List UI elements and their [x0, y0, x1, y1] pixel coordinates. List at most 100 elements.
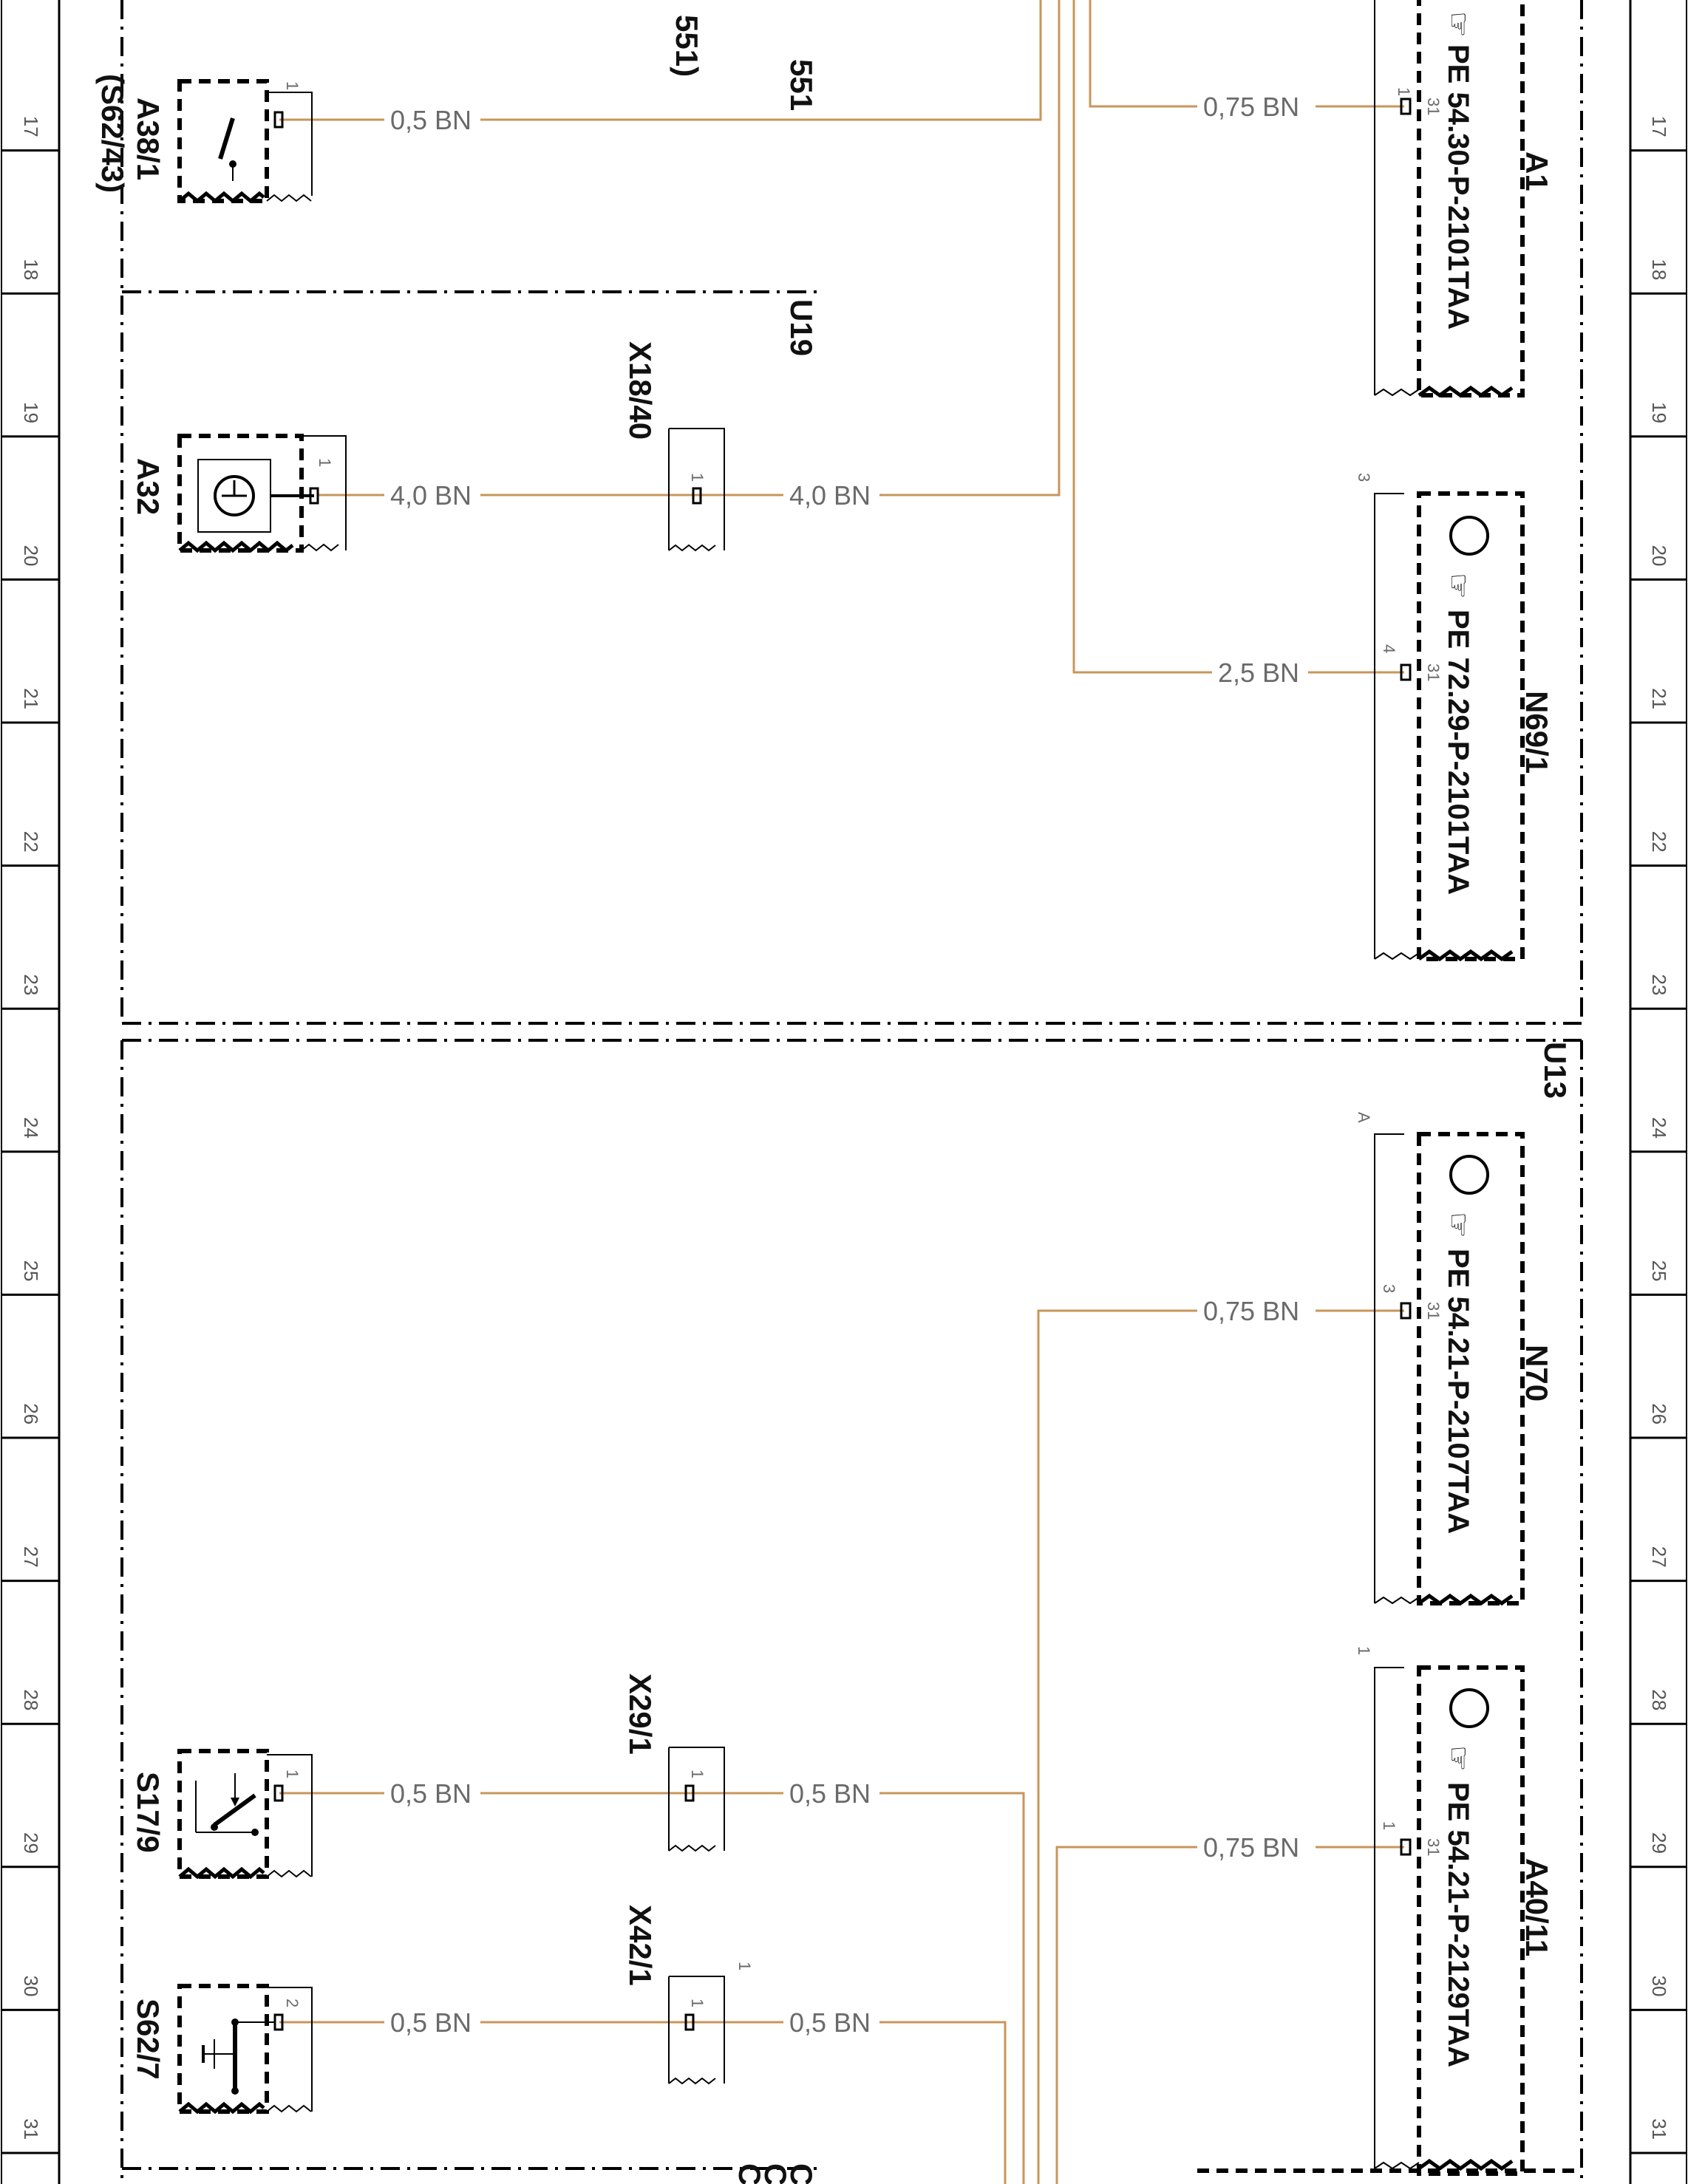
a1-doc-ref: PE 54.30-P-2101TAA — [1442, 44, 1474, 330]
component-s17-9: 1 S17/9 — [131, 1749, 313, 1880]
wire-bus-to-a40 — [1055, 1846, 1404, 2184]
n70-hand-icon: ☞ — [1442, 1212, 1475, 1238]
component-a32: 1 A32 — [131, 434, 347, 553]
component-n69-1: 3 4 31 ☞ PE 72.29-P-2101TAA N69/1 — [1355, 473, 1554, 962]
wire-label-a38: 0,5 BN — [390, 105, 472, 135]
area-label-u13: U13 — [1538, 1042, 1573, 1099]
x18-label: X18/40 — [623, 341, 658, 440]
wire-label-n69: 2,5 BN — [1218, 658, 1299, 688]
component-s62-7: 2 S62/7 — [131, 1984, 313, 2115]
a38-pin: 1 — [283, 81, 302, 90]
top-ref-551: 551 — [784, 59, 819, 111]
grid-row-number: 27 — [20, 1546, 42, 1568]
grid-row-number: 21 — [1648, 688, 1670, 709]
grid-row-number: 28 — [1648, 1689, 1670, 1710]
wire-label-s62: 0,5 BN — [390, 2007, 472, 2038]
component-a40-11: 1 1 31 ☞ PE 54.21-P-2129TAA A40/11 — [1355, 1646, 1554, 2176]
grid-row-number: 20 — [20, 545, 42, 567]
a40-term: 31 — [1424, 1838, 1443, 1856]
wire-label-a32: 4,0 BN — [390, 480, 472, 511]
wire-label-n70: 0,75 BN — [1203, 1296, 1299, 1326]
a32-pin: 1 — [316, 458, 334, 467]
a40-hand-icon: ☞ — [1442, 1745, 1475, 1772]
wire-label-a40: 0,75 BN — [1203, 1832, 1299, 1863]
x29-label: X29/1 — [623, 1673, 658, 1755]
wire-label-x29: 0,5 BN — [789, 1778, 871, 1809]
grid-row-number: 17 — [1648, 116, 1670, 137]
a1-pin: 1 — [1395, 87, 1413, 96]
grid-row-number: 17 — [20, 116, 42, 137]
wire-label-x18: 4,0 BN — [789, 480, 871, 511]
n70-term: 31 — [1424, 1302, 1443, 1320]
grid-row-number: 18 — [1648, 259, 1670, 280]
n69-label: N69/1 — [1519, 691, 1554, 774]
grid-row-number: 27 — [1648, 1546, 1670, 1568]
n70-pin: 3 — [1380, 1284, 1398, 1293]
n69-pin-top: 3 — [1355, 473, 1373, 482]
component-a1: 1 31 ☞ PE 54.30-P-2101TAA A1 — [1374, 0, 1554, 398]
wire-label-a1: 0,75 BN — [1203, 92, 1299, 122]
n70-pin-top: A — [1355, 1112, 1373, 1123]
x29-pin: 1 — [688, 1770, 707, 1778]
a40-transducer-icon — [1449, 1688, 1489, 1728]
component-a38-1: 1 A38/1 (S62/43) — [95, 74, 313, 204]
area-label-u19: U19 — [784, 299, 819, 356]
grid-row-number: 31 — [1648, 2118, 1670, 2140]
n69-hand-icon: ☞ — [1442, 573, 1475, 599]
grid-row-number: 31 — [20, 2118, 42, 2140]
s17-label: S17/9 — [131, 1772, 166, 1853]
top-ref-551-paren: 551) — [670, 15, 704, 77]
grid-row-number: 30 — [20, 1976, 42, 1997]
grid-row-number: 22 — [20, 831, 42, 853]
area-u13-border — [120, 1039, 1583, 2184]
grid-row-number: 30 — [1648, 1976, 1670, 1997]
a1-label: A1 — [1519, 151, 1554, 191]
a1-term: 31 — [1424, 98, 1443, 115]
grid-row-number: 28 — [20, 1689, 42, 1710]
wire-x42-to-bus — [687, 2021, 1007, 2184]
s17-pin: 1 — [283, 1770, 302, 1778]
n69-term: 31 — [1424, 663, 1443, 681]
grid-row-number: 25 — [1648, 1260, 1670, 1282]
a40-doc-ref: PE 54.21-P-2129TAA — [1442, 1782, 1474, 2067]
n69-pin: 4 — [1380, 644, 1398, 653]
a40-pin-top: 1 — [1355, 1646, 1373, 1655]
a32-label: A32 — [131, 458, 166, 515]
grid-row-number: 22 — [1648, 831, 1670, 853]
n69-transducer-icon — [1449, 516, 1489, 556]
wire-bus-to-n70 — [1037, 1309, 1404, 2184]
grid-row-number: 26 — [20, 1403, 42, 1424]
a40-pin: 1 — [1380, 1821, 1398, 1830]
grid-row-number: 24 — [1648, 1117, 1670, 1139]
x18-pin: 1 — [688, 473, 707, 482]
connector-x29-1: 1 X29/1 — [623, 1673, 725, 1852]
a1-hand-icon: ☞ — [1442, 11, 1475, 38]
wire-a38-to-bus — [279, 0, 1042, 121]
wire-x18-to-bus — [709, 0, 1061, 496]
grid-row-number: 23 — [20, 974, 42, 995]
grid-row-number: 18 — [20, 259, 42, 280]
grid-row-number: 26 — [1648, 1403, 1670, 1424]
a38-label-line1: A38/1 — [131, 98, 166, 180]
x42-pin: 1 — [688, 1999, 707, 2007]
a40-label: A40/11 — [1519, 1858, 1554, 1956]
connector-x18-40: 1 X18/40 — [623, 341, 725, 552]
wire-labels: 0,5 BN 4,0 BN 4,0 BN 0,75 BN 2,5 BN 0,75… — [384, 89, 1316, 2038]
n70-doc-ref: PE 54.21-P-2107TAA — [1442, 1249, 1474, 1534]
n70-transducer-icon — [1449, 1155, 1489, 1195]
grid-row-number: 21 — [20, 688, 42, 709]
grid-row-number: 24 — [20, 1117, 42, 1139]
partial-c-3: C — [732, 2163, 767, 2184]
s62-label: S62/7 — [131, 1999, 166, 2080]
wire-x29-to-bus — [687, 1792, 1025, 2184]
wire-label-x42: 0,5 BN — [789, 2007, 871, 2038]
grid-row-number: 20 — [1648, 545, 1670, 567]
grid-row-number: 29 — [1648, 1832, 1670, 1854]
partial-c-2: C — [758, 2163, 793, 2184]
partial-c-1: C — [784, 2163, 819, 2184]
x42-label: X42/1 — [623, 1905, 658, 1986]
x42-pin-top: 1 — [735, 1962, 754, 1970]
